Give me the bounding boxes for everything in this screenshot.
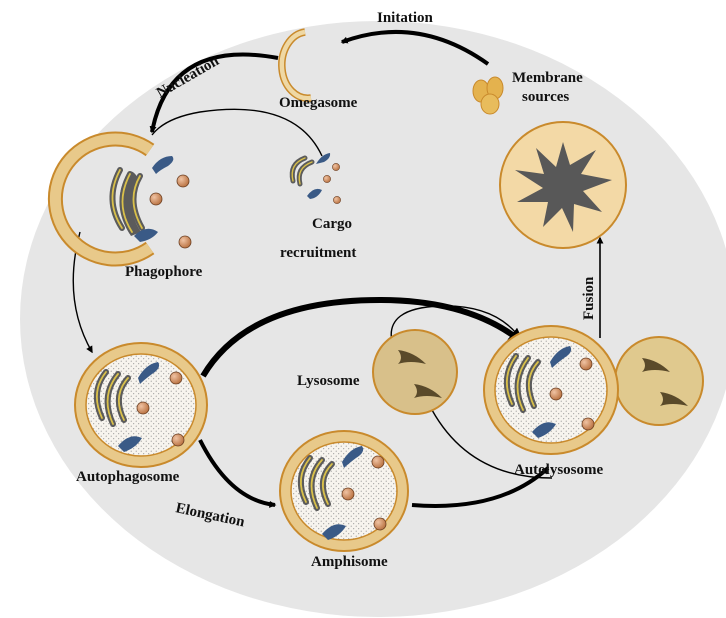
- fusion-label: Fusion: [581, 276, 597, 320]
- autophagosome-to-autolysosome-arrow: [200, 296, 525, 378]
- lysosome: [372, 329, 458, 415]
- omegasome-label: Omegasome: [279, 95, 358, 111]
- autophagosome-to-amphisome-arrow: [198, 439, 277, 508]
- initiation-arrow: [340, 30, 490, 66]
- cargo-recruitment-arrow: [151, 108, 323, 157]
- lysosome-to-autolysosome-lower-arrow: [431, 409, 553, 479]
- lysosome-to-autolysosome-arrow: [390, 305, 525, 345]
- membrane-sources-vesicles: [472, 76, 504, 115]
- autophagosome-label: Autophagosome: [76, 469, 180, 485]
- nucleation-arrow: [149, 52, 279, 134]
- autophagosome: [74, 342, 208, 468]
- cargo-label-line2: recruitment: [280, 245, 356, 261]
- degraded-vesicle: [499, 121, 627, 249]
- lysosome-label: Lysosome: [297, 373, 360, 389]
- autolysosome: [483, 325, 704, 455]
- amphisome: [279, 430, 409, 552]
- autolysosome-label: Autolysosome: [514, 462, 604, 478]
- phagophore-label: Phagophore: [125, 264, 203, 280]
- cargo-cluster: [289, 153, 341, 204]
- phagophore: [47, 131, 192, 267]
- membrane-sources-label-line1: Membrane: [512, 70, 583, 86]
- membrane-sources-label-line2: sources: [522, 89, 569, 105]
- cargo-label-line1: Cargo: [312, 216, 352, 232]
- initiation-label: Initation: [377, 10, 434, 26]
- amphisome-label: Amphisome: [311, 554, 388, 570]
- degraded-debris: [515, 142, 612, 232]
